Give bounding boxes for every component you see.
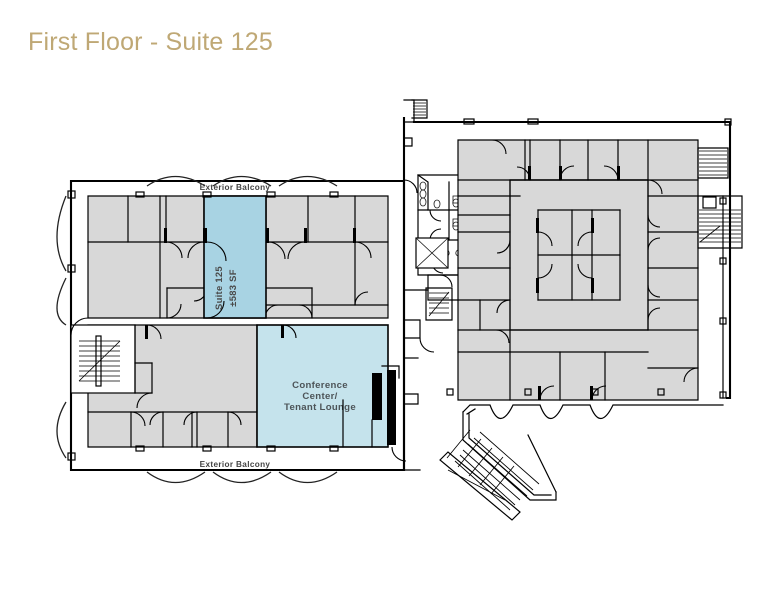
suite-door-swing: [206, 241, 227, 262]
landing-edge: [527, 434, 557, 493]
elevator: [415, 237, 449, 269]
stair-small-box: [411, 99, 428, 119]
canopy-scalloped-edge: [462, 404, 724, 420]
west-balcony: [56, 195, 89, 459]
conference-label-line3: Tenant Lounge: [284, 402, 356, 413]
conference-center-space[interactable]: [256, 324, 389, 448]
stair-inner-edge: [468, 413, 552, 496]
suite-door-swing-2: [206, 300, 225, 319]
wall-jog: [403, 137, 413, 147]
conference-label-line1: Conference: [292, 380, 348, 391]
stair-northeast: [697, 147, 729, 179]
right-building: [457, 118, 743, 401]
upper-block-outline: [87, 195, 389, 319]
core-jog: [403, 319, 421, 339]
corridor-notch: [403, 99, 415, 123]
stair-east: [697, 195, 743, 249]
south-balcony-label: Exterior Balcony: [200, 460, 271, 469]
core-stair: [425, 287, 453, 321]
restroom-wall: [417, 174, 429, 211]
suite-125-area: ±583 SF: [227, 269, 238, 306]
right-core-block: [509, 179, 649, 331]
south-balcony: Exterior Balcony: [67, 445, 339, 484]
conference-label-line2: Center/: [302, 391, 337, 402]
lower-office-block: Conference Center/ Tenant Lounge: [70, 324, 400, 448]
conf-door-swing: [282, 324, 297, 339]
corner-jog: [403, 393, 419, 405]
suite-125-name: Suite 125: [213, 266, 224, 310]
suite-125-space[interactable]: [203, 195, 267, 319]
north-balcony: Exterior Balcony: [67, 175, 339, 199]
door-swing-group-lower: [130, 324, 242, 427]
north-balcony-label: Exterior Balcony: [200, 183, 271, 192]
shaft-black-1: [372, 373, 382, 420]
left-building: Suite 125 ±583 SF Exterior Balcony: [56, 175, 406, 484]
shaft-black-2: [387, 370, 396, 445]
lower-stairwell: [70, 324, 136, 394]
upper-office-block: Suite 125 ±583 SF: [87, 195, 389, 319]
canopy-inner-edge: [466, 408, 476, 415]
east-exterior-wall: [725, 120, 732, 400]
door-swing-group-right: [491, 139, 699, 401]
shaft-outline: [381, 365, 400, 379]
stair-treads: [78, 335, 121, 387]
page-title: First Floor - Suite 125: [28, 28, 273, 56]
exterior-stair-treads: [439, 429, 540, 521]
stair-outer-edge: [462, 411, 557, 501]
south-entry-area: [391, 388, 724, 521]
